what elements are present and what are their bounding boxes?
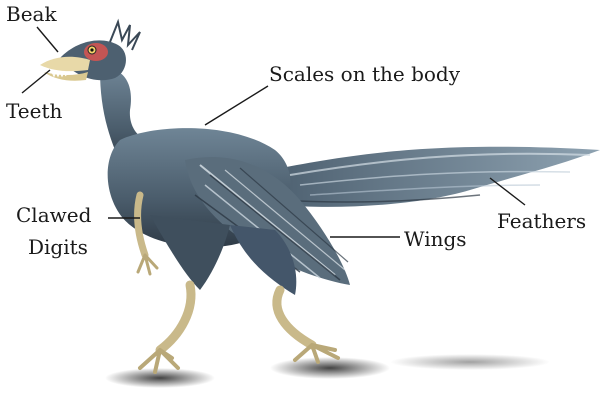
leader-beak [37, 27, 58, 52]
label-digits: Digits [28, 236, 88, 258]
ground-shadow-left [105, 368, 215, 388]
label-feathers: Feathers [497, 210, 586, 232]
leader-feathers [490, 178, 525, 205]
left-leg [140, 285, 191, 372]
label-beak: Beak [6, 3, 57, 25]
head [40, 22, 140, 81]
label-clawed: Clawed [16, 204, 91, 226]
ground-shadow-right [270, 357, 390, 379]
right-leg [277, 290, 338, 362]
thigh-feathers [150, 215, 230, 290]
ground-shadow-tail [390, 354, 550, 370]
label-wings: Wings [404, 228, 467, 250]
beak-shape [40, 57, 90, 71]
label-teeth: Teeth [6, 100, 62, 122]
leader-scales [205, 86, 268, 125]
leader-teeth [22, 70, 50, 93]
tail-feathers [270, 147, 600, 207]
label-scales: Scales on the body [269, 63, 460, 85]
